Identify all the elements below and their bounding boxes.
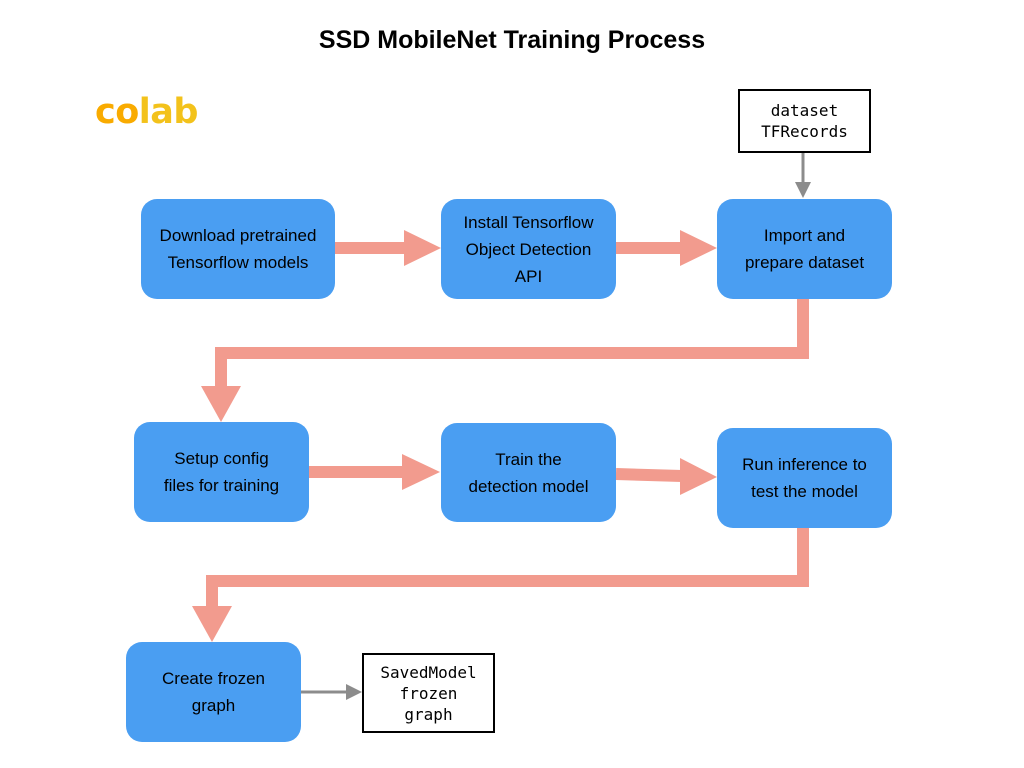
arrow-head	[795, 182, 811, 198]
step-label: Download pretrained Tensorflow models	[159, 226, 317, 272]
artifact-dataset-tfrecords: dataset TFRecords	[738, 89, 871, 153]
step-label: Run inference to test the model	[742, 455, 867, 501]
flow-arrows	[192, 230, 809, 642]
colab-logo-part2: lab	[138, 92, 199, 132]
io-arrows	[301, 152, 811, 700]
step-train-model: Train the detection model	[441, 423, 616, 522]
arrow-shaft	[215, 298, 809, 388]
step-import-dataset: Import and prepare dataset	[717, 199, 892, 299]
step-label: Import and prepare dataset	[744, 226, 865, 272]
artifact-savedmodel-frozen-graph: SavedModel frozen graph	[362, 653, 495, 733]
step-create-frozen-graph: Create frozen graph	[126, 642, 301, 742]
arrow-shaft	[615, 468, 683, 482]
arrow-download-to-install	[334, 230, 441, 266]
arrow-dataset-to-import	[795, 152, 811, 198]
step-install-object-detection-api: Install Tensorflow Object Detection API	[441, 199, 616, 299]
arrow-head	[680, 230, 717, 266]
step-download-pretrained-models: Download pretrained Tensorflow models	[141, 199, 335, 299]
arrow-train-to-inference	[615, 458, 717, 495]
colab-logo: colab	[95, 95, 198, 130]
colab-logo-part1: co	[95, 92, 139, 132]
arrow-head	[402, 454, 440, 490]
step-label: Create frozen graph	[162, 669, 265, 715]
arrow-head	[346, 684, 362, 700]
step-label: Setup config files for training	[163, 449, 280, 495]
arrow-head	[201, 386, 241, 422]
arrow-import-to-setup	[201, 298, 809, 422]
arrow-inference-to-freeze	[192, 528, 809, 642]
step-label: Install Tensorflow Object Detection API	[463, 212, 594, 286]
arrow-head	[680, 458, 717, 495]
arrow-setup-to-train	[308, 454, 440, 490]
artifact-label: dataset TFRecords	[761, 101, 848, 141]
arrow-shaft	[206, 528, 809, 608]
step-run-inference: Run inference to test the model	[717, 428, 892, 528]
arrow-head	[404, 230, 441, 266]
arrow-head	[192, 606, 232, 642]
step-setup-config: Setup config files for training	[134, 422, 309, 522]
artifact-label: SavedModel frozen graph	[380, 662, 477, 724]
arrow-install-to-import	[615, 230, 717, 266]
step-label: Train the detection model	[468, 449, 589, 496]
arrow-freeze-to-savedmodel	[301, 684, 362, 700]
diagram-title: SSD MobileNet Training Process	[318, 26, 706, 54]
